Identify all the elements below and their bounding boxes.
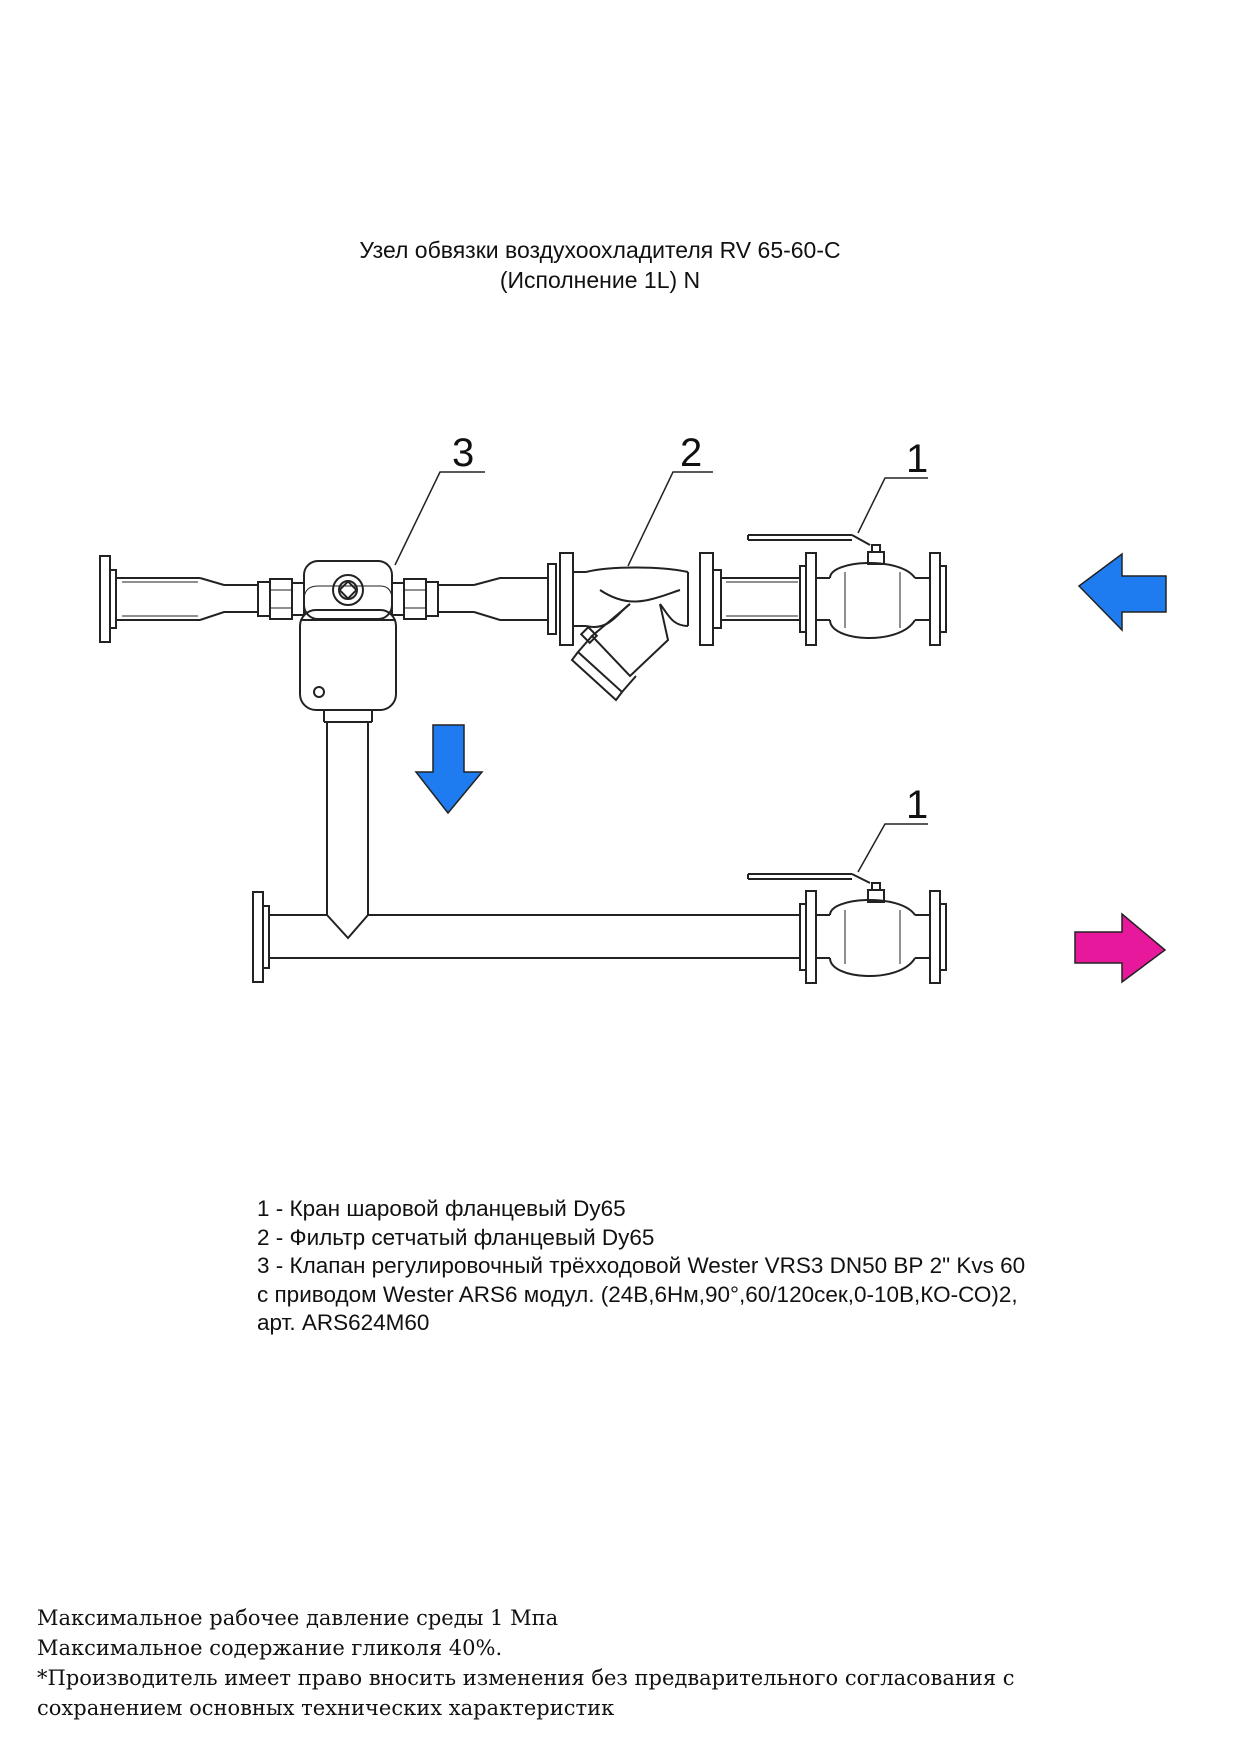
arrow-right-icon xyxy=(1074,912,1167,984)
callout-1-bottom: 1 xyxy=(906,783,928,827)
bottom-pipe-line xyxy=(252,873,947,984)
note-glycol: Максимальное содержание гликоля 40%. xyxy=(37,1636,503,1660)
note-pressure: Максимальное рабочее давление среды 1 Мп… xyxy=(37,1606,559,1630)
callout-1-top: 1 xyxy=(906,437,928,481)
callout-2: 2 xyxy=(680,431,702,475)
note-disclaimer: *Производитель имеет право вносить измен… xyxy=(37,1666,1015,1690)
arrow-left-icon xyxy=(1077,552,1167,632)
legend-item-2: 2 - Фильтр сетчатый фланцевый Dy65 xyxy=(257,1224,655,1250)
three-way-valve-actuator xyxy=(299,560,397,711)
component-legend: 1 - Кран шаровой фланцевый Dy65 2 - Филь… xyxy=(257,1195,1025,1338)
diagram-title: Узел обвязки воздухоохладителя RV 65-60-… xyxy=(359,237,841,263)
arrow-down-icon xyxy=(414,724,484,815)
diagram-subtitle: (Исполнение 1L) N xyxy=(499,267,701,293)
piping-diagram: 3 2 1 1 xyxy=(99,431,1167,984)
callout-leaders xyxy=(394,471,928,873)
legend-item-1: 1 - Кран шаровой фланцевый Dy65 xyxy=(257,1196,626,1221)
legend-item-3-cont: с приводом Wester ARS6 модул. (24В,6Нм,9… xyxy=(257,1281,1018,1307)
callout-3: 3 xyxy=(452,431,474,475)
note-disclaimer-cont: сохранением основных технических характе… xyxy=(37,1696,615,1720)
legend-item-3-article: арт. ARS624M60 xyxy=(257,1310,430,1335)
top-pipe-line xyxy=(99,534,947,702)
legend-item-3: 3 - Клапан регулировочный трёхходовой We… xyxy=(257,1253,1026,1278)
technical-notes: Максимальное рабочее давление среды 1 Мп… xyxy=(37,1603,1015,1723)
vertical-pipe xyxy=(323,710,373,940)
